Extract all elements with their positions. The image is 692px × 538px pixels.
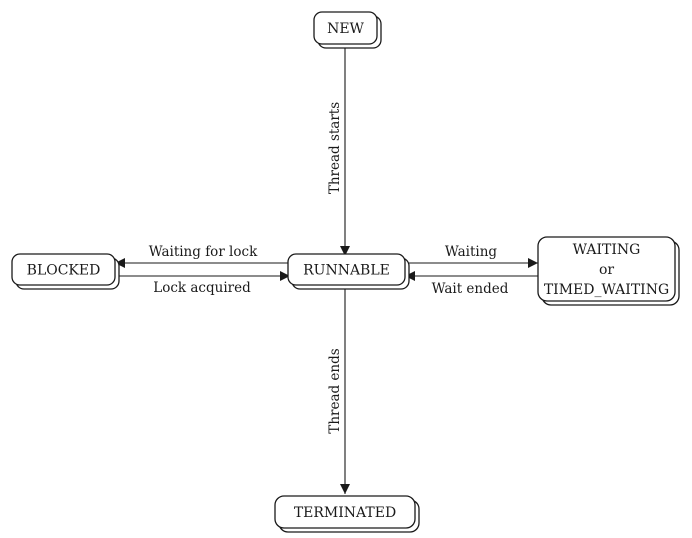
node-runnable-label: RUNNABLE — [303, 263, 390, 279]
node-waiting-label-line3: TIMED_WAITING — [544, 282, 669, 298]
node-terminated: TERMINATED — [274, 495, 420, 533]
node-runnable: RUNNABLE — [287, 253, 410, 290]
edge-thread-starts: Thread starts — [327, 46, 350, 256]
node-terminated-label: TERMINATED — [294, 505, 396, 521]
edge-label-thread-starts: Thread starts — [327, 102, 343, 194]
node-waiting-label-line1: WAITING — [573, 242, 641, 258]
edge-lock-acquired: Lock acquired — [115, 271, 290, 296]
node-blocked: BLOCKED — [11, 253, 120, 290]
edge-wait-ended: Wait ended — [405, 271, 538, 297]
edge-label-wait-ended: Wait ended — [432, 281, 509, 297]
node-new: NEW — [313, 11, 382, 49]
edge-label-waiting-for-lock: Waiting for lock — [149, 244, 258, 260]
edge-waiting-for-lock: Waiting for lock — [115, 244, 290, 268]
edge-waiting: Waiting — [405, 244, 538, 268]
node-new-label: NEW — [327, 21, 364, 37]
edge-label-thread-ends: Thread ends — [327, 348, 343, 433]
edge-label-lock-acquired: Lock acquired — [153, 280, 251, 296]
node-blocked-label: BLOCKED — [27, 263, 101, 279]
edge-thread-ends: Thread ends — [327, 287, 350, 494]
node-waiting-label-line2: or — [599, 262, 614, 278]
edge-label-waiting: Waiting — [445, 244, 498, 260]
node-waiting: WAITING or TIMED_WAITING — [537, 236, 680, 306]
